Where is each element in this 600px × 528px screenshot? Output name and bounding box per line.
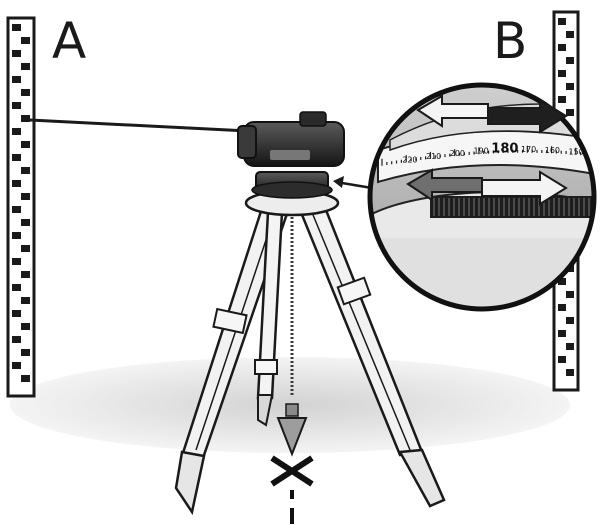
staff-graduation [566,343,574,350]
staff-graduation [12,258,21,265]
staff-graduation [12,284,21,291]
staff-graduation [12,206,21,213]
staff-graduation [21,37,30,44]
staff-graduation [12,24,21,31]
staff-graduation [12,310,21,317]
staff-graduation [566,31,574,38]
staff-graduation [21,375,30,382]
staff-graduation [558,278,566,285]
scale-tick-label: 200 [450,149,465,158]
staff-graduation [12,154,21,161]
staff-graduation [21,349,30,356]
staff-graduation [12,102,21,109]
staff-graduation [558,96,566,103]
staff-graduation [566,317,574,324]
tripod [174,189,446,516]
staff-graduation [21,167,30,174]
staff-a-graduations [12,24,30,382]
staff-graduation [558,70,566,77]
staff-graduation [21,141,30,148]
staff-graduation [566,83,574,90]
staff-graduation [12,50,21,57]
double-arrow-icon [406,94,568,206]
staff-graduation [21,323,30,330]
staff-a [6,16,36,398]
staff-graduation [566,57,574,64]
staff-graduation [566,291,574,298]
scale-tick-label: 160 [545,146,560,155]
graduated-scale [381,145,591,166]
staff-graduation [558,304,566,311]
scale-tick-label: 170 [521,145,536,154]
scale-tick-label: 220 [402,155,417,164]
sight-line [29,118,249,133]
staff-graduation [12,76,21,83]
staff-graduation [566,109,574,116]
scale-tick-label: 210 [426,152,441,161]
staff-graduation [21,115,30,122]
staff-graduation [21,245,30,252]
staff-graduation [21,193,30,200]
scale-tick-label: 190 [473,147,488,156]
staff-a-label: A [52,12,87,70]
staff-graduation [558,44,566,51]
scale-tick-label: 180 [491,141,518,156]
staff-graduation [21,297,30,304]
staff-graduation [21,271,30,278]
staff-graduation [566,369,574,376]
inset-pointer [333,176,373,190]
staff-graduation [21,89,30,96]
knurled-ring [433,198,594,216]
staff-graduation [12,128,21,135]
staff-graduation [21,63,30,70]
staff-graduation [12,336,21,343]
x-mark-icon [270,455,314,524]
staff-graduation [558,356,566,363]
staff-graduation [12,362,21,369]
staff-graduation [558,18,566,25]
staff-graduation [558,330,566,337]
plumb-bob [276,403,308,457]
staff-b-label: B [493,12,528,70]
staff-graduation [12,180,21,187]
staff-graduation [21,219,30,226]
staff-graduation [12,232,21,239]
scale-tick-label: 150 [568,148,583,157]
automatic-level [237,111,345,199]
